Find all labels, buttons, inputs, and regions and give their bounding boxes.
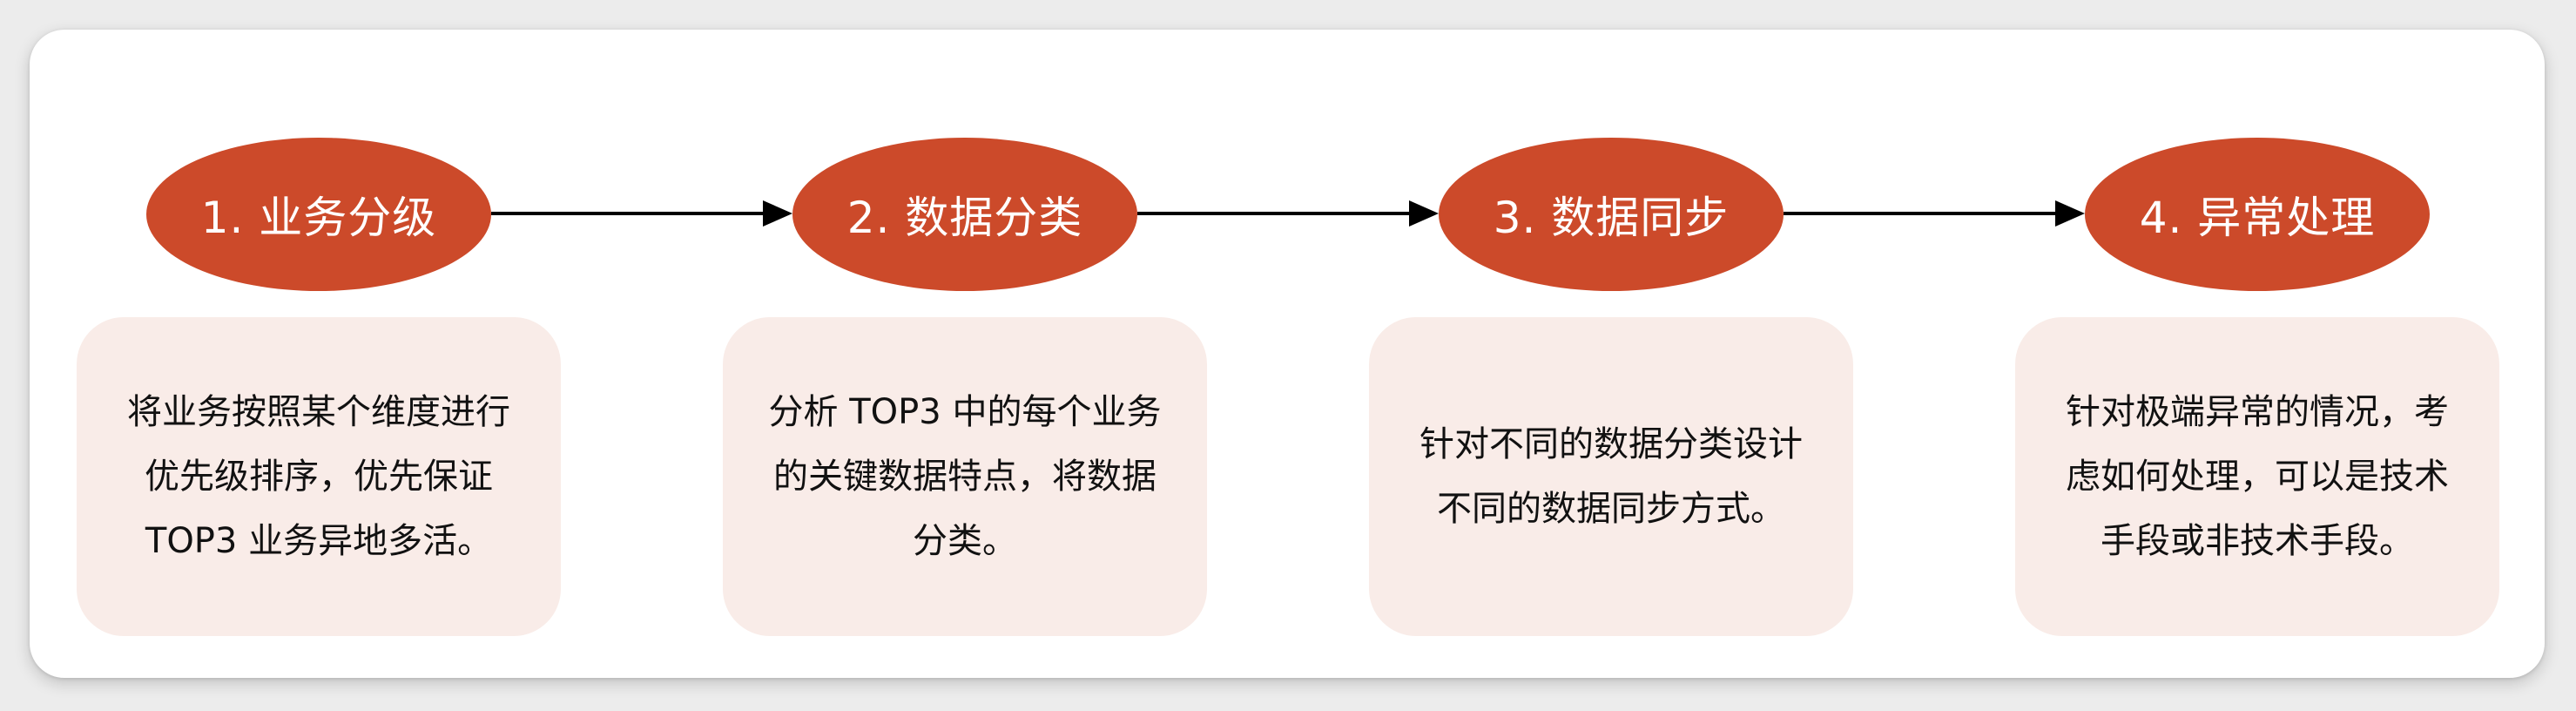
- step-4-description-box: 针对极端异常的情况，考 虑如何处理，可以是技术 手段或非技术手段。: [2015, 317, 2499, 636]
- step-1-description: 将业务按照某个维度进行 优先级排序，优先保证 TOP3 业务异地多活。: [127, 392, 510, 561]
- arrow-3-head-icon: [2055, 200, 2085, 227]
- arrow-2-to-3: [1137, 200, 1439, 227]
- step-1-description-box: 将业务按照某个维度进行 优先级排序，优先保证 TOP3 业务异地多活。: [77, 317, 561, 636]
- arrow-2-head-icon: [1409, 200, 1439, 227]
- arrow-1-line: [491, 212, 765, 215]
- arrow-3-line: [1784, 212, 2057, 215]
- step-1-oval: 1. 业务分级: [146, 138, 491, 291]
- step-4-label: 4. 异常处理: [2139, 193, 2376, 243]
- step-2-description: 分析 TOP3 中的每个业务 的关键数据特点，将数据 分类。: [768, 392, 1162, 561]
- arrow-1-to-2: [491, 200, 792, 227]
- step-4-oval: 4. 异常处理: [2085, 138, 2430, 291]
- step-3-oval: 3. 数据同步: [1439, 138, 1784, 291]
- step-2-description-box: 分析 TOP3 中的每个业务 的关键数据特点，将数据 分类。: [723, 317, 1207, 636]
- step-3-description-box: 针对不同的数据分类设计 不同的数据同步方式。: [1369, 317, 1853, 636]
- step-2-label: 2. 数据分类: [846, 193, 1083, 243]
- arrow-2-line: [1137, 212, 1411, 215]
- arrow-3-to-4: [1784, 200, 2085, 227]
- step-1-label: 1. 业务分级: [200, 193, 437, 243]
- arrow-1-head-icon: [763, 200, 792, 227]
- step-3-label: 3. 数据同步: [1493, 193, 1730, 243]
- step-2-oval: 2. 数据分类: [792, 138, 1137, 291]
- step-4-description: 针对极端异常的情况，考 虑如何处理，可以是技术 手段或非技术手段。: [2066, 392, 2449, 561]
- step-3-description: 针对不同的数据分类设计 不同的数据同步方式。: [1419, 424, 1803, 529]
